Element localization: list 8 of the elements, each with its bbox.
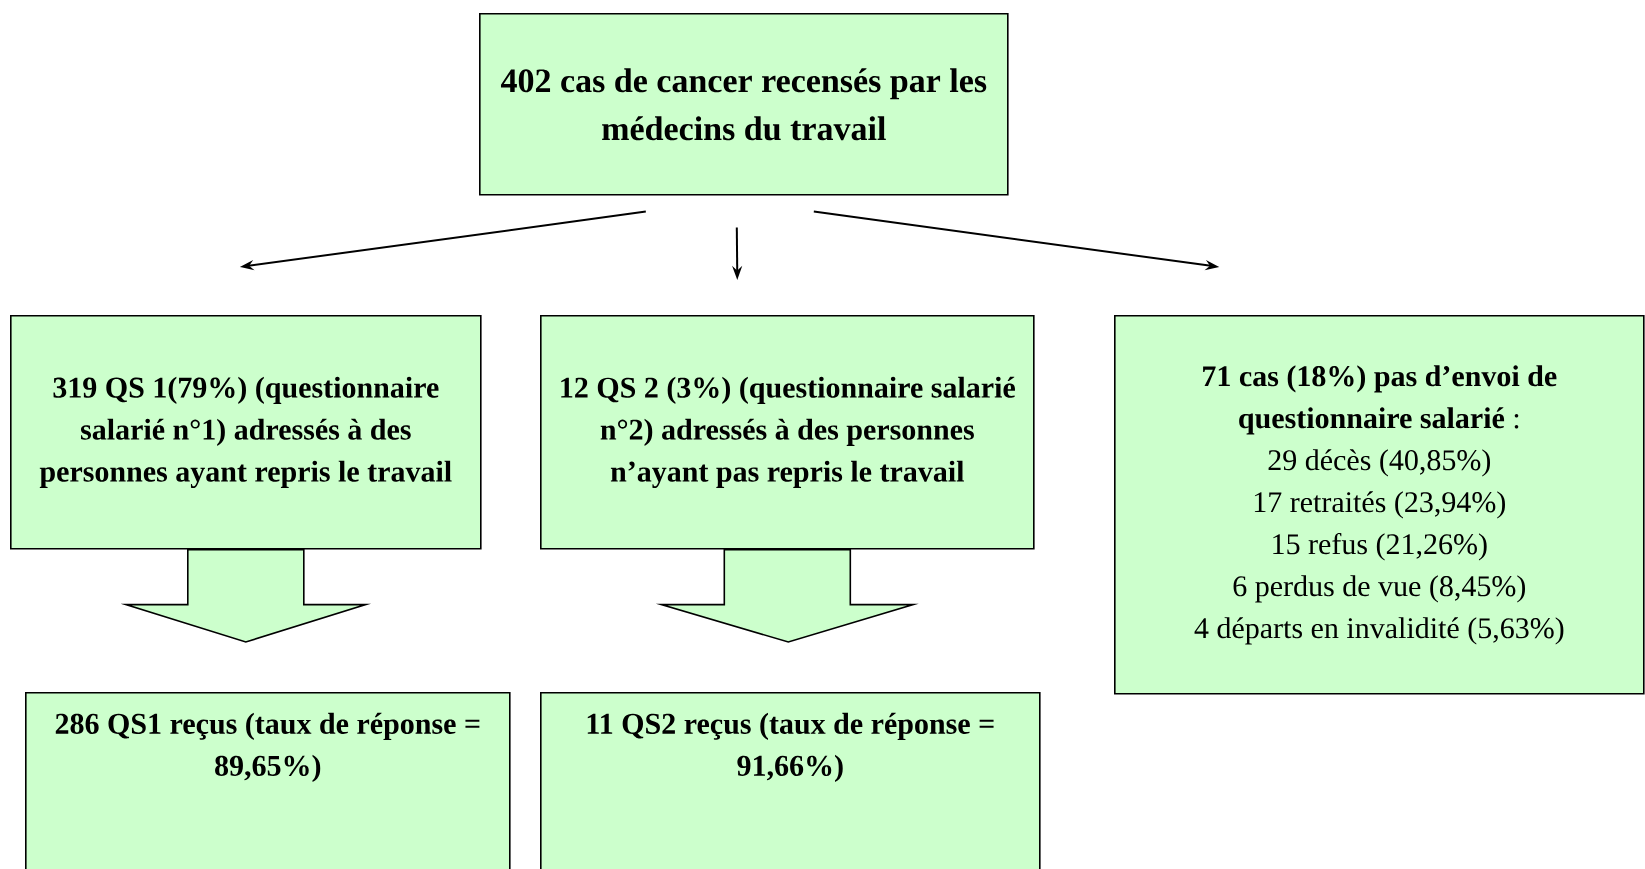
flow-box: 12 QS 2 (3%) (questionnaire salarié n°2) adressés à des personnes n’ayant pas repris le travail: [540, 315, 1035, 550]
flow-box: 11 QS2 reçus (taux de réponse = 91,66%): [540, 692, 1041, 869]
flow-box: 402 cas de cancer recensés par les médecins du travail: [479, 13, 1009, 196]
block-arrow: [655, 548, 919, 643]
block-arrow: [120, 548, 372, 643]
flow-box: 71 cas (18%) pas d’envoi de questionnaire salarié : 29 décès (40,85%) 17 retraités (23,94%) 15 refus (21,26%) 6 perdus de vue (8,45%) 4 départs en invalidité (5,63%): [1114, 315, 1645, 695]
flow-box: 286 QS1 reçus (taux de réponse = 89,65%): [25, 692, 511, 869]
flow-box: 319 QS 1(79%) (questionnaire salarié n°1) adressés à des personnes ayant repris le travail: [10, 315, 482, 550]
